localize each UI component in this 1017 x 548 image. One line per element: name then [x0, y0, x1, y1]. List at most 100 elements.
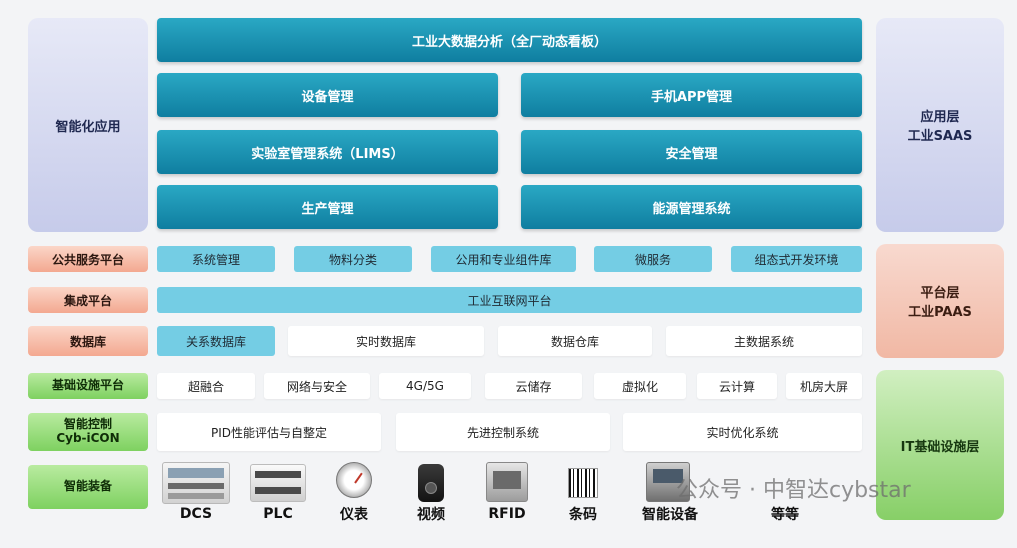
public-service-label: 公共服务平台: [28, 246, 148, 272]
cell-text: 工业互联网平台: [467, 293, 552, 308]
service-item-material: 物料分类: [294, 246, 412, 272]
watermark-text: 公众号 · 中智达cybstar: [676, 478, 911, 503]
cell-text: 主数据系统: [733, 334, 794, 349]
service-item-components: 公用和专业组件库: [431, 246, 576, 272]
infra-item-4g5g: 4G/5G: [379, 373, 471, 399]
device-label-video: 视频: [401, 504, 461, 524]
smart-control-product: Cyb-iCON: [56, 431, 120, 445]
cell-text: 系统管理: [191, 252, 240, 267]
platform-layer-panel: 平台层 工业PAAS: [876, 244, 1004, 358]
cell-text: 虚拟化: [621, 379, 658, 394]
application-layer-subtitle: 工业SAAS: [907, 129, 973, 144]
device-label-rfid: RFID: [477, 504, 537, 524]
app-box-lims: 实验室管理系统（LIMS）: [157, 130, 498, 174]
smart-application-label: 智能化应用: [55, 119, 121, 135]
it-infrastructure-panel: IT基础设施层: [876, 370, 1004, 520]
application-layer-panel: 应用层 工业SAAS: [876, 18, 1004, 232]
device-label-text: PLC: [263, 506, 293, 522]
plc-device-icon: [250, 464, 306, 502]
cell-text: 先进控制系统: [466, 425, 539, 440]
app-box-label: 手机APP管理: [650, 89, 733, 105]
gauge-instrument-icon: [336, 462, 372, 498]
cell-text: 云储存: [515, 379, 552, 394]
app-box-energy: 能源管理系统: [521, 185, 862, 229]
device-label-dcs: DCS: [162, 504, 230, 524]
app-box-production: 生产管理: [157, 185, 498, 229]
device-label-text: 等等: [771, 507, 799, 523]
control-item-pid: PID性能评估与自整定: [157, 413, 381, 451]
app-box-label: 设备管理: [301, 89, 354, 105]
device-label-instrument: 仪表: [324, 504, 384, 524]
infra-item-network-security: 网络与安全: [264, 373, 370, 399]
db-warehouse: 数据仓库: [498, 326, 652, 356]
db-relational: 关系数据库: [157, 326, 275, 356]
device-label-text: 仪表: [340, 507, 368, 523]
database-label: 数据库: [28, 326, 148, 356]
smart-application-panel: 智能化应用: [28, 18, 148, 232]
device-label-barcode: 条码: [553, 504, 613, 524]
device-label-text: 条码: [569, 507, 597, 523]
cell-text: 4G/5G: [406, 379, 444, 393]
dcs-device-icon: [162, 462, 230, 504]
row-label-text: 基础设施平台: [51, 378, 124, 393]
platform-layer-title: 平台层: [920, 286, 960, 301]
app-box-label: 实验室管理系统（LIMS）: [251, 146, 404, 162]
smart-control-title: 智能控制: [63, 417, 112, 432]
big-data-analytics-bar: 工业大数据分析（全厂动态看板）: [157, 18, 862, 62]
device-label-text: DCS: [179, 506, 213, 522]
cell-text: 云计算: [718, 379, 755, 394]
cell-text: 实时数据库: [355, 334, 416, 349]
video-camera-icon: [418, 464, 444, 502]
service-item-system-mgmt: 系统管理: [157, 246, 275, 272]
watermark: 公众号 · 中智达cybstar: [676, 472, 976, 503]
big-data-analytics-label: 工业大数据分析（全厂动态看板）: [411, 34, 607, 50]
app-box-equipment: 设备管理: [157, 73, 498, 117]
service-item-dev-env: 组态式开发环境: [731, 246, 862, 272]
row-label-text: 智能装备: [63, 479, 112, 494]
app-box-label: 能源管理系统: [652, 201, 731, 217]
infra-item-virtualization: 虚拟化: [594, 373, 686, 399]
control-item-rto: 实时优化系统: [623, 413, 862, 451]
smart-device-icon: [646, 462, 690, 502]
app-box-label: 安全管理: [665, 146, 718, 162]
platform-layer-subtitle: 工业PAAS: [908, 305, 972, 320]
cell-text: 超融合: [187, 379, 224, 394]
row-label-text: 数据库: [69, 334, 106, 349]
db-realtime: 实时数据库: [288, 326, 484, 356]
smart-equipment-label: 智能装备: [28, 465, 148, 509]
cell-text: 网络与安全: [286, 379, 347, 394]
infra-item-hci: 超融合: [157, 373, 255, 399]
cell-text: 数据仓库: [550, 334, 599, 349]
barcode-icon: [568, 468, 598, 498]
it-infrastructure-label: IT基础设施层: [900, 439, 980, 455]
cell-text: 关系数据库: [185, 334, 246, 349]
cell-text: 实时优化系统: [706, 425, 779, 440]
control-item-apc: 先进控制系统: [396, 413, 610, 451]
infra-item-data-center-screen: 机房大屏: [786, 373, 862, 399]
device-label-text: 智能设备: [642, 507, 698, 523]
row-label-text: 集成平台: [63, 293, 112, 308]
service-item-microservice: 微服务: [594, 246, 712, 272]
infra-item-cloud-storage: 云储存: [485, 373, 582, 399]
rfid-reader-icon: [486, 462, 528, 502]
infra-platform-label: 基础设施平台: [28, 373, 148, 399]
infra-item-cloud-computing: 云计算: [697, 373, 777, 399]
cell-text: 组态式开发环境: [754, 252, 839, 267]
device-label-etc: 等等: [755, 504, 815, 524]
db-master-data: 主数据系统: [666, 326, 862, 356]
cell-text: 物料分类: [328, 252, 377, 267]
device-label-text: 视频: [417, 507, 445, 523]
device-label-smart-device: 智能设备: [630, 504, 710, 524]
cell-text: 机房大屏: [799, 379, 848, 394]
app-box-label: 生产管理: [301, 201, 354, 217]
smart-control-label: 智能控制 Cyb-iCON: [28, 413, 148, 451]
industrial-internet-platform: 工业互联网平台: [157, 287, 862, 313]
device-label-plc: PLC: [248, 504, 308, 524]
row-label-text: 公共服务平台: [51, 252, 124, 267]
app-box-mobile-app: 手机APP管理: [521, 73, 862, 117]
device-label-text: RFID: [488, 506, 526, 522]
app-box-safety: 安全管理: [521, 130, 862, 174]
application-layer-title: 应用层: [920, 110, 960, 125]
cell-text: PID性能评估与自整定: [210, 425, 328, 440]
cell-text: 微服务: [634, 252, 671, 267]
